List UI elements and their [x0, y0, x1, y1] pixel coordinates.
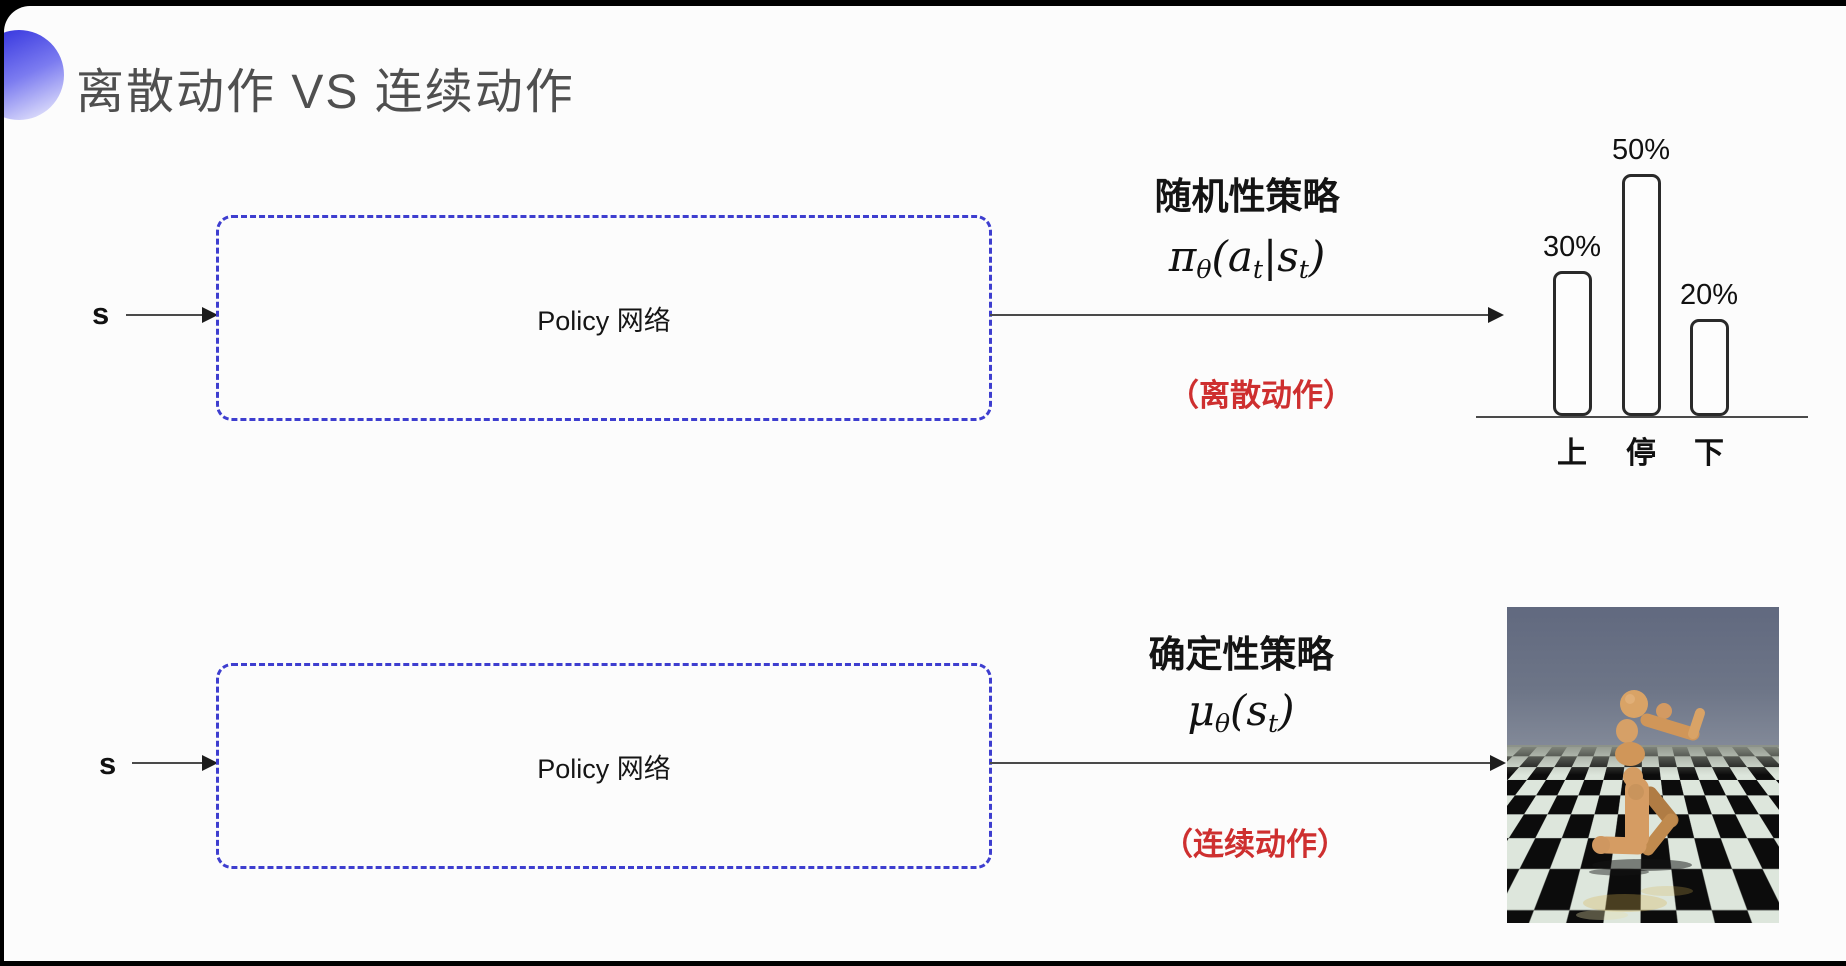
slide: 离散动作 VS 连续动作 s Policy 网络 随机性策略 πθ(at|st)…: [4, 6, 1846, 961]
policy-network-box: Policy 网络: [216, 215, 992, 421]
bar-value-label: 50%: [1611, 134, 1671, 166]
humanoid-figure: [1576, 690, 1705, 920]
action-type-note: （离散动作）: [1168, 378, 1354, 413]
state-input-label: s: [92, 296, 110, 331]
policy-formula: πθ(at|st): [1168, 232, 1326, 285]
state-input-label: s: [99, 746, 117, 781]
probability-bar: [1552, 271, 1592, 416]
policy-network-box: Policy 网络: [216, 663, 992, 869]
output-arrow: [990, 755, 1506, 771]
probability-bar: [1621, 174, 1661, 416]
action-probability-chart: 30% 上 50% 停 20% 下: [1476, 106, 1808, 476]
policy-network-label: Policy 网络: [537, 753, 671, 784]
policy-type-label: 确定性策略: [1148, 634, 1334, 675]
humanoid-simulation-image: [1507, 607, 1779, 923]
bar-category-label: 下: [1694, 437, 1724, 470]
input-arrow: [126, 307, 218, 323]
bar-value-label: 30%: [1542, 231, 1602, 263]
policy-formula: μθ(st): [1187, 686, 1295, 739]
chart-baseline: [1476, 416, 1808, 418]
input-arrow: [132, 755, 218, 771]
bar-category-label: 停: [1626, 437, 1656, 470]
probability-bar: [1689, 319, 1729, 416]
action-type-note: （连续动作）: [1162, 827, 1348, 862]
title-bullet-orb-icon: [4, 30, 64, 120]
policy-type-label: 随机性策略: [1154, 176, 1340, 217]
policy-network-label: Policy 网络: [537, 305, 671, 336]
output-arrow: [990, 307, 1504, 323]
page-title: 离散动作 VS 连续动作: [76, 66, 575, 119]
bar-value-label: 20%: [1679, 279, 1739, 311]
bar-category-label: 上: [1557, 437, 1587, 470]
